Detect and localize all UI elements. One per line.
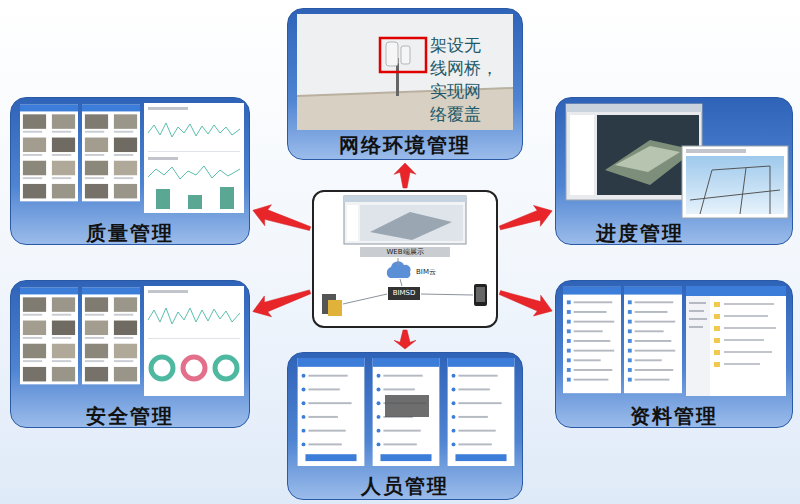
module-title: 安全管理 <box>86 405 174 427</box>
flow-arrow <box>499 291 552 316</box>
module-title: 人员管理 <box>361 475 449 497</box>
callout-note: 架设无 线网桥， 实现网 络覆盖 <box>430 34 510 126</box>
flow-arrow <box>253 290 311 317</box>
module-title: 资料管理 <box>630 405 718 427</box>
flow-arrow <box>499 205 552 229</box>
cloud-label: BIM云 <box>416 268 436 277</box>
flow-arrow <box>394 163 416 188</box>
screen-label: WEB端展示 <box>386 248 423 257</box>
module-title: 进度管理 <box>596 222 684 244</box>
module-title: 质量管理 <box>86 222 174 244</box>
platform-label: BIMSD <box>393 289 416 298</box>
flow-arrow <box>253 205 311 231</box>
flow-arrow <box>394 330 416 349</box>
module-title: 网络环境管理 <box>339 134 471 156</box>
